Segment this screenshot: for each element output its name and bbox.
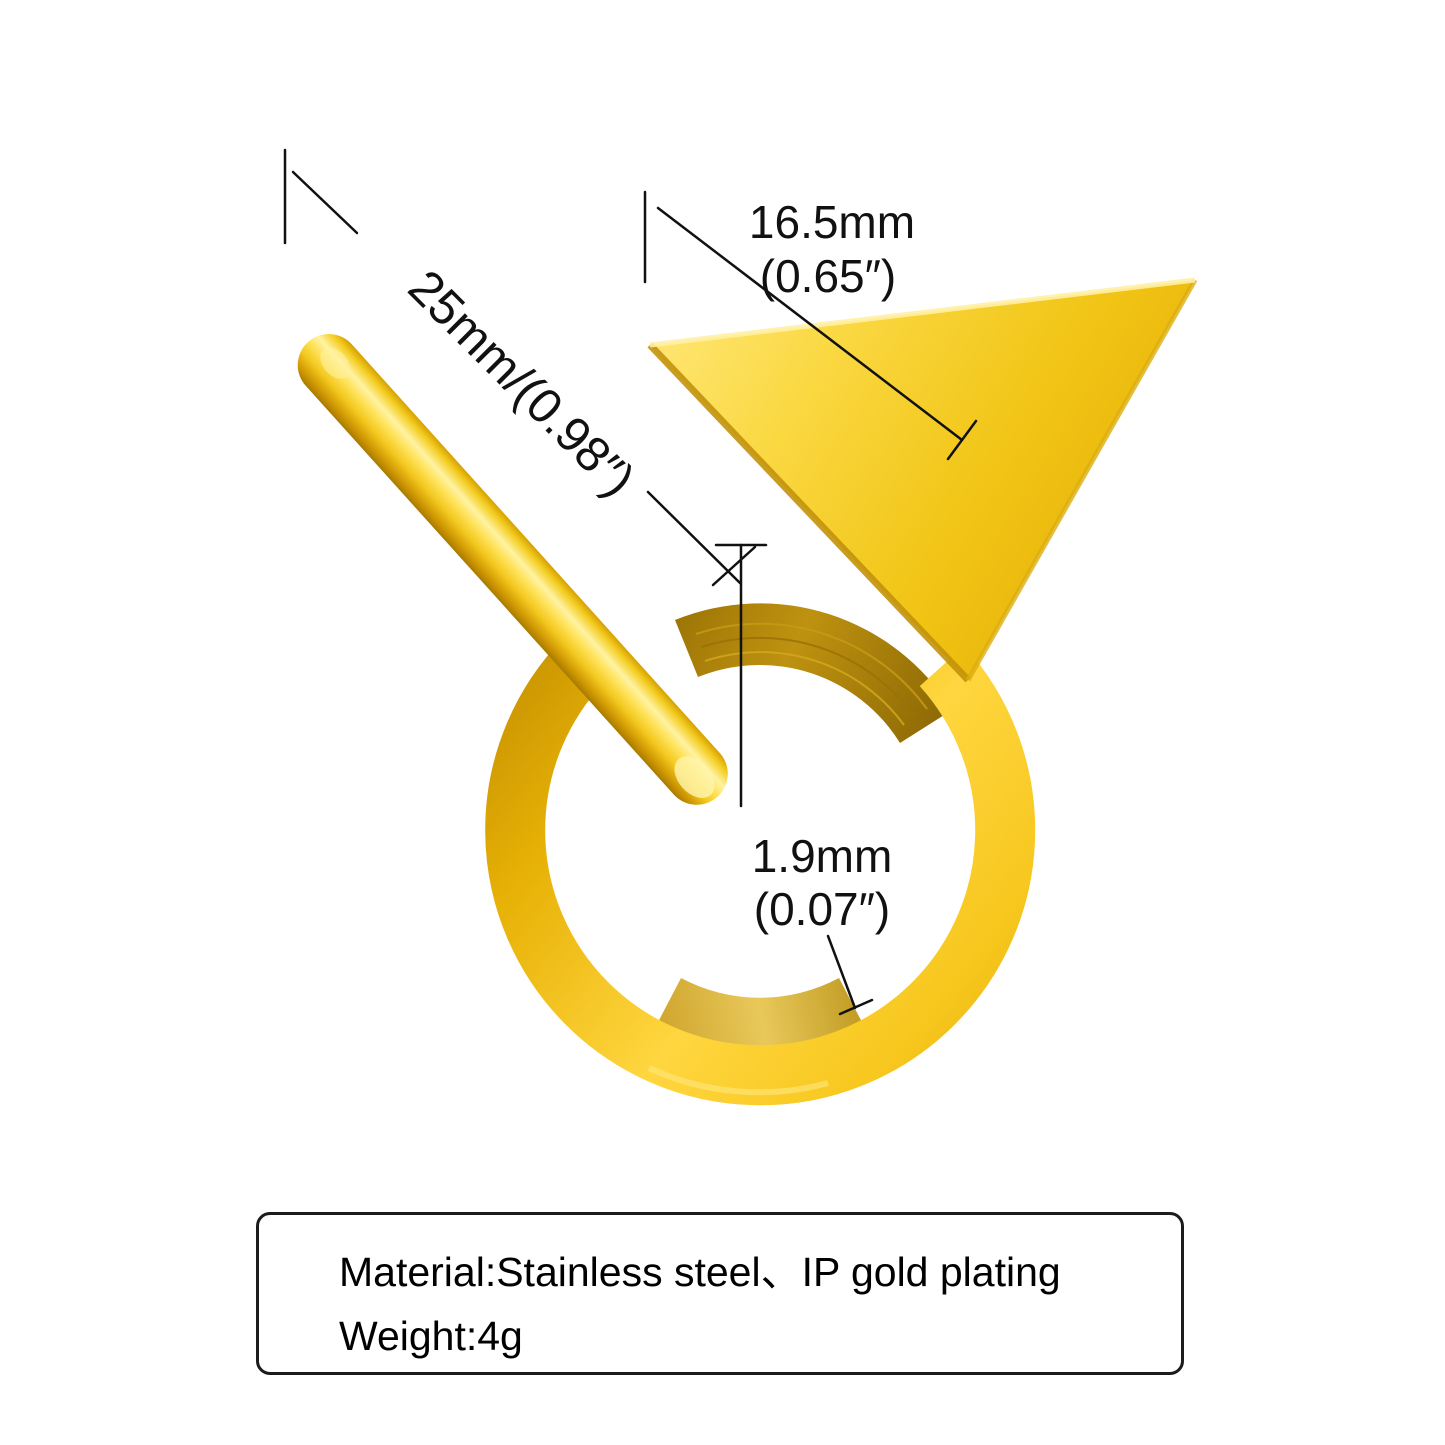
spec-box: Material:Stainless steel、IP gold plating…	[256, 1212, 1184, 1375]
weight-text: Weight:4g	[339, 1312, 523, 1359]
dim-triangle-width	[643, 190, 978, 461]
material-text: Material:Stainless steel、IP gold plating	[339, 1249, 1061, 1295]
dim-line	[656, 206, 964, 442]
ring-inner-wall-streak	[704, 651, 905, 726]
ring-band-highlight	[647, 1065, 829, 1096]
dim-label-band-thickness-line1: 1.9mm	[752, 830, 893, 882]
ring-inner-wall-streak	[700, 636, 916, 718]
triangle-bevel-top	[649, 277, 1196, 348]
ring-band	[485, 639, 1036, 1106]
triangle-accent	[650, 280, 1195, 680]
dim-bar-length	[283, 148, 757, 587]
ring-inner-wall-bottom	[656, 978, 864, 1052]
dim-tick	[838, 998, 874, 1016]
dim-line	[646, 490, 742, 585]
triangle-bevel-left	[647, 342, 971, 683]
dim-label-band-thickness-line2: (0.07″)	[754, 883, 890, 935]
dim-label-triangle-width-line1: 16.5mm	[749, 196, 915, 248]
dim-tick	[946, 419, 978, 461]
bar-accent	[297, 334, 728, 805]
triangle-bevel-right	[965, 278, 1198, 682]
dim-tick	[711, 545, 757, 587]
dim-band-thickness	[714, 543, 874, 1016]
dim-label-triangle-width-line2: (0.65″)	[760, 250, 896, 302]
dimension-annotations	[283, 148, 978, 1016]
dim-line	[291, 170, 359, 235]
dim-line	[826, 934, 857, 1010]
ring-inner-wall-streak	[695, 622, 928, 710]
